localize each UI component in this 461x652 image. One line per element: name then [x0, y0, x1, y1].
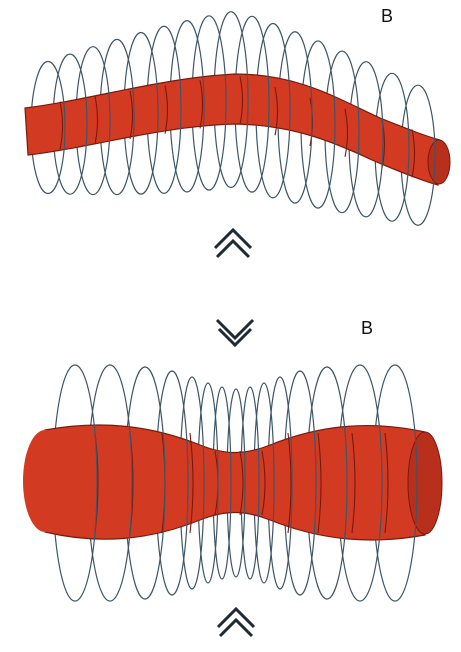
- sausage-panel: [23, 320, 442, 636]
- kink-panel: [25, 12, 450, 257]
- magnetic-field-label-top: B: [381, 6, 393, 27]
- arrow-push-up: [215, 230, 251, 257]
- kinked-flux-tube-end: [428, 140, 450, 184]
- chevron-down-icon: [217, 320, 253, 345]
- sausage-flux-tube-right-end: [408, 432, 442, 534]
- chevron-up-icon: [215, 230, 251, 257]
- arrow-push-up-bottom: [218, 609, 254, 636]
- magnetic-field-label-bottom: B: [361, 318, 373, 339]
- sausage-flux-tube-left-end: [23, 430, 67, 532]
- sausage-flux-tube: [45, 425, 425, 540]
- arrow-push-down: [217, 320, 253, 345]
- chevron-up-icon: [218, 609, 254, 636]
